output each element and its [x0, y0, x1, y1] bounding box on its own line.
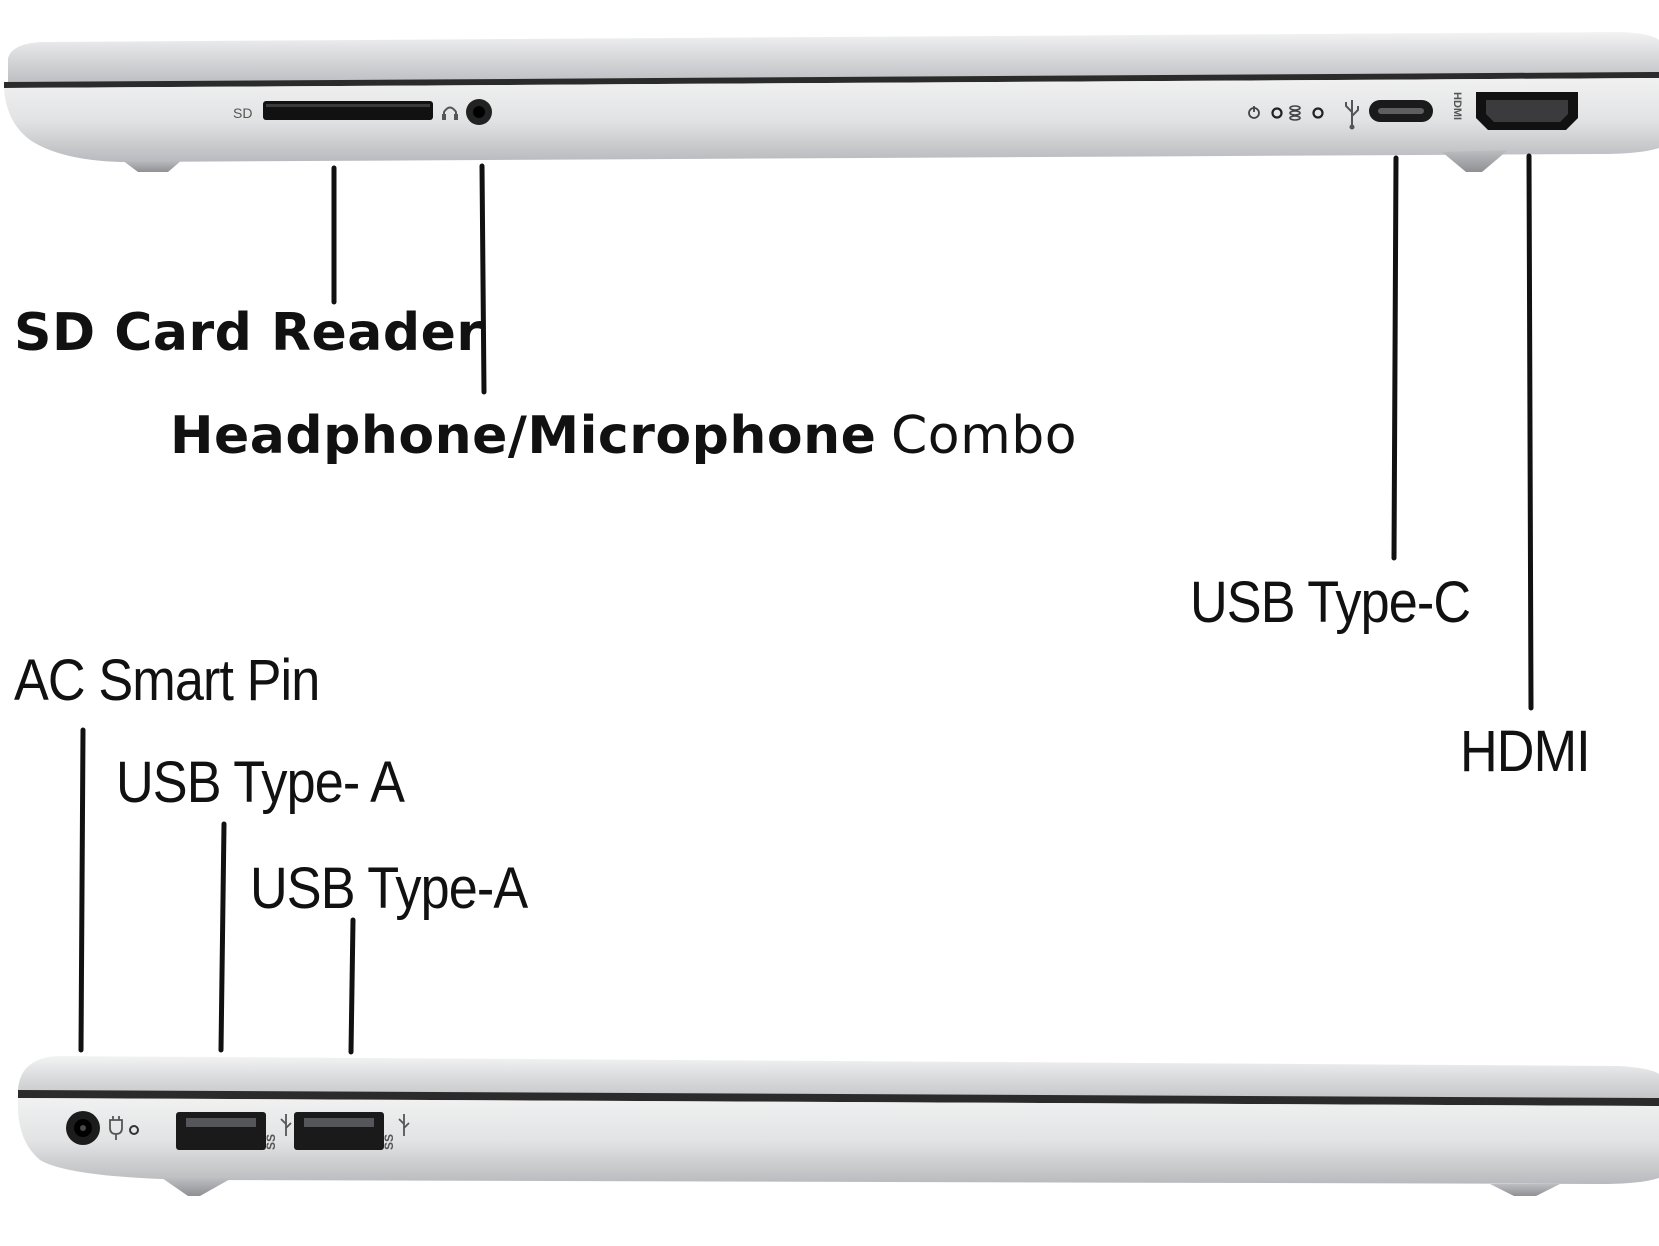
- headphone-icon: [442, 106, 458, 120]
- laptop-right-side: SD: [4, 32, 1659, 172]
- laptop-left-seam: [18, 1090, 1659, 1106]
- label-usb-type-a-2: USB Type-A: [250, 856, 528, 921]
- label-usb-type-c: USB Type-C: [1190, 570, 1471, 635]
- sd-port-marking: SD: [233, 105, 252, 121]
- label-sd-card-reader: SD Card Reader: [14, 303, 483, 363]
- usb-a-port-1: [176, 1112, 266, 1150]
- usb-a-1-ss-marking: SS: [264, 1134, 278, 1150]
- usb-symbol-icon-2: [398, 1114, 410, 1136]
- laptop-left-foot-right: [1490, 1184, 1560, 1196]
- status-led-icons: [1248, 105, 1324, 121]
- laptop-right-foot-left: [122, 160, 182, 172]
- laptop-right-seam: [4, 72, 1659, 88]
- audio-jack-inner: [473, 106, 485, 118]
- usb-c-port-inner: [1378, 108, 1424, 114]
- charge-led: [129, 1125, 139, 1135]
- laptop-left-base: [17, 1098, 1659, 1184]
- usb-a-2-ss-marking: SS: [382, 1134, 396, 1150]
- laptop-right-base: [4, 78, 1659, 162]
- label-headphone-mic-combo: Headphone/Microphone Combo: [170, 410, 1077, 462]
- leader-hdmi: [1526, 153, 1534, 711]
- leader-ac-smart-pin: [78, 727, 86, 1053]
- label-usb-type-a-1: USB Type- A: [116, 750, 405, 815]
- leader-usb-type-a-1: [218, 821, 227, 1053]
- laptop-right-lid: [8, 32, 1659, 82]
- hdmi-port-marking: HDMI: [1451, 92, 1463, 120]
- sd-card-slot: [263, 101, 433, 120]
- usb-symbol-icon-1: [280, 1114, 292, 1136]
- label-hdmi: HDMI: [1460, 719, 1591, 784]
- label-headphone-mic-text: Headphone/Microphone: [170, 406, 877, 466]
- sd-card-slot-highlight: [266, 104, 430, 107]
- usb-symbol-icon: [1345, 100, 1359, 130]
- usb-a-port-2-tongue: [304, 1118, 374, 1127]
- laptop-right-foot-right: [1442, 150, 1508, 172]
- hdmi-port-inner: [1486, 100, 1568, 122]
- usb-a-port-2: [294, 1112, 384, 1150]
- leader-usb-type-a-2: [348, 917, 356, 1055]
- leader-headphone-mic: [479, 163, 487, 395]
- usb-a-port-1-tongue: [186, 1118, 256, 1127]
- laptop-left-foot-left: [162, 1178, 232, 1196]
- label-ac-smart-pin: AC Smart Pin: [14, 648, 320, 713]
- label-headphone-mic-suffix: Combo: [890, 406, 1078, 466]
- laptop-left-side: SS SS: [17, 1056, 1659, 1196]
- leader-usb-type-c: [1391, 155, 1399, 561]
- ac-smart-pin-center: [80, 1125, 86, 1131]
- leader-lines: [78, 153, 1534, 1055]
- power-plug-icon: [109, 1116, 123, 1140]
